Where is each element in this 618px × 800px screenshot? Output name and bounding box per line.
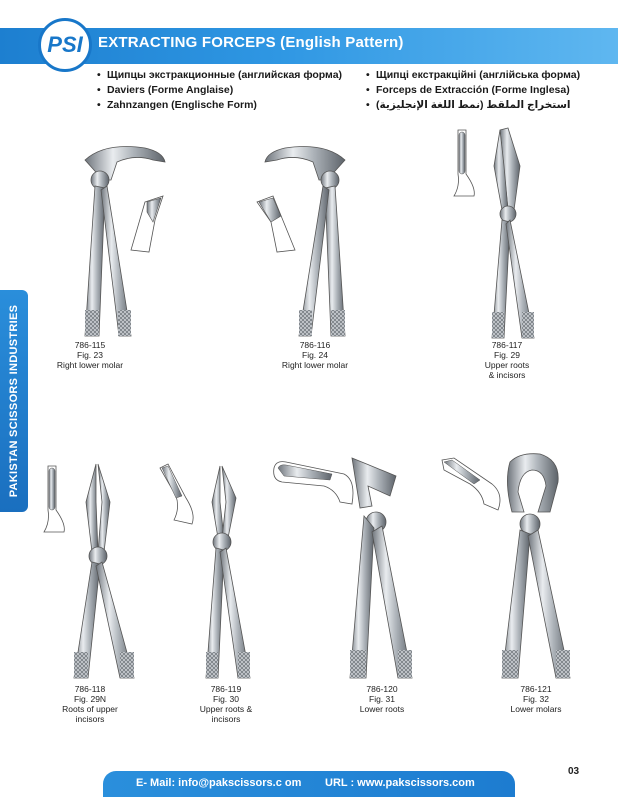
header-banner (0, 28, 618, 64)
bullet-icon: • (97, 84, 101, 96)
product-caption: 786-121 Fig. 32 Lower molars (510, 684, 562, 714)
product-caption: 786-119 Fig. 30 Upper roots & incisors (199, 684, 253, 724)
bullet-icon: • (366, 99, 370, 111)
forceps-illustration (43, 463, 135, 679)
subtitle-item: •استخراج الملقط (نمط اللغة الإنجليزية) (366, 99, 571, 111)
product-caption: 786-118 Fig. 29N Roots of upper incisors (62, 684, 118, 724)
product-786-116: 786-116 Fig. 24 Right lower molar (255, 140, 375, 370)
footer-email[interactable]: E- Mail: info@pakscissors.c om (136, 777, 302, 789)
subtitle-item: •Daviers (Forme Anglaise) (97, 84, 234, 96)
product-786-117: 786-117 Fig. 29 Upper roots & incisors (452, 126, 552, 380)
product-caption: 786-115 Fig. 23 Right lower molar (56, 340, 124, 370)
product-786-120: 786-120 Fig. 31 Lower roots (272, 456, 422, 714)
product-caption: 786-116 Fig. 24 Right lower molar (281, 340, 349, 370)
product-786-119: 786-119 Fig. 30 Upper roots & incisors (156, 462, 266, 724)
subtitle-item: •Zahnzangen (Englische Form) (97, 99, 257, 111)
forceps-illustration (273, 457, 413, 679)
product-caption: 786-117 Fig. 29 Upper roots & incisors (484, 340, 530, 380)
product-caption: 786-120 Fig. 31 Lower roots (359, 684, 405, 714)
forceps-illustration (441, 453, 571, 679)
bullet-icon: • (366, 84, 370, 96)
logo-text: PSI (47, 32, 83, 57)
product-786-118: 786-118 Fig. 29N Roots of upper incisors (40, 462, 150, 724)
forceps-illustration (159, 463, 251, 679)
subtitle-item: •Щипці екстракційні (англійська форма) (366, 69, 581, 81)
company-logo: PSI (38, 18, 92, 72)
forceps-illustration (453, 127, 535, 339)
bullet-icon: • (97, 69, 101, 81)
footer-url[interactable]: URL : www.pakscissors.com (325, 777, 475, 789)
forceps-illustration (256, 146, 346, 337)
footer-bar (103, 771, 515, 797)
bullet-icon: • (97, 99, 101, 111)
subtitle-list-left: •Щипцы экстракционные (английская форма)… (97, 68, 342, 113)
side-tab-text: PAKISTAN SCISSORS INDUSTRIES (8, 304, 20, 498)
subtitle-item: •Forceps de Extracción (Forme Inglesa) (366, 84, 570, 96)
page-number: 03 (568, 766, 580, 777)
forceps-illustration (84, 146, 166, 337)
side-tab (0, 290, 28, 512)
subtitle-list-right: •Щипці екстракційні (англійська форма) •… (366, 68, 580, 113)
product-786-121: 786-121 Fig. 32 Lower molars (440, 452, 590, 714)
subtitle-item: •Щипцы экстракционные (английская форма) (97, 69, 343, 81)
page-title: EXTRACTING FORCEPS (English Pattern) (98, 34, 404, 51)
bullet-icon: • (366, 69, 370, 81)
product-786-115: 786-115 Fig. 23 Right lower molar (55, 140, 175, 370)
